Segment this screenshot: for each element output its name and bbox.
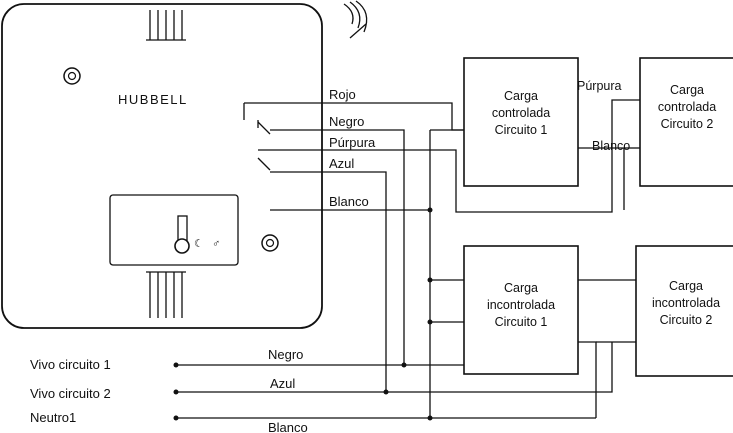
svg-text:♂: ♂ <box>212 238 220 250</box>
load-line: Carga <box>670 83 704 97</box>
load-uncontrolled-2: Carga incontrolada Circuito 2 <box>635 245 733 377</box>
supply-wire-azul: Azul <box>270 376 295 391</box>
load-line: Carga <box>504 281 538 295</box>
wire-label-purpura-right: Púrpura <box>577 79 622 93</box>
supply-section: Vivo circuito 1 Vivo circuito 2 Neutro1 … <box>30 347 596 433</box>
adjust-knob-icon <box>177 215 188 243</box>
supply-label-vivo2: Vivo circuito 2 <box>30 386 111 401</box>
load-line: Carga <box>504 89 538 103</box>
sensor-device: HUBBELL ☾ ♂ <box>1 3 323 329</box>
svg-text:☾: ☾ <box>194 238 204 250</box>
wire-label-rojo: Rojo <box>329 87 356 102</box>
supply-wire-negro: Negro <box>268 347 303 362</box>
load-line: Circuito 2 <box>660 313 713 327</box>
supply-wire-blanco: Blanco <box>268 420 308 433</box>
sensor-wave-icon <box>343 0 368 39</box>
load-controlled-1: Carga controlada Circuito 1 <box>463 57 579 187</box>
screw-icon <box>63 67 81 85</box>
wire-label-negro: Negro <box>329 114 364 129</box>
control-panel: ☾ ♂ <box>109 194 239 266</box>
load-line: Carga <box>669 279 703 293</box>
device-wires <box>243 99 640 418</box>
wire-label-purpura: Púrpura <box>329 135 376 150</box>
wire-label-azul: Azul <box>329 156 354 171</box>
load-controlled-2: Carga controlada Circuito 2 <box>639 57 733 187</box>
load-line: controlada <box>492 106 550 120</box>
bottom-vent <box>146 271 186 318</box>
load-line: incontrolada <box>487 298 555 312</box>
load-line: Circuito 2 <box>661 117 714 131</box>
supply-label-vivo1: Vivo circuito 1 <box>30 357 111 372</box>
supply-label-neutro: Neutro1 <box>30 410 76 425</box>
load-line: Circuito 1 <box>495 123 548 137</box>
load-line: controlada <box>658 100 716 114</box>
screw-icon <box>261 234 279 252</box>
load-line: Circuito 1 <box>495 315 548 329</box>
wire-label-blanco: Blanco <box>329 194 369 209</box>
wire-label-blanco-right: Blanco <box>592 139 630 153</box>
brand-logo: HUBBELL <box>118 92 188 107</box>
load-line: incontrolada <box>652 296 720 310</box>
load-uncontrolled-1: Carga incontrolada Circuito 1 <box>463 245 579 375</box>
top-vent <box>146 10 186 41</box>
